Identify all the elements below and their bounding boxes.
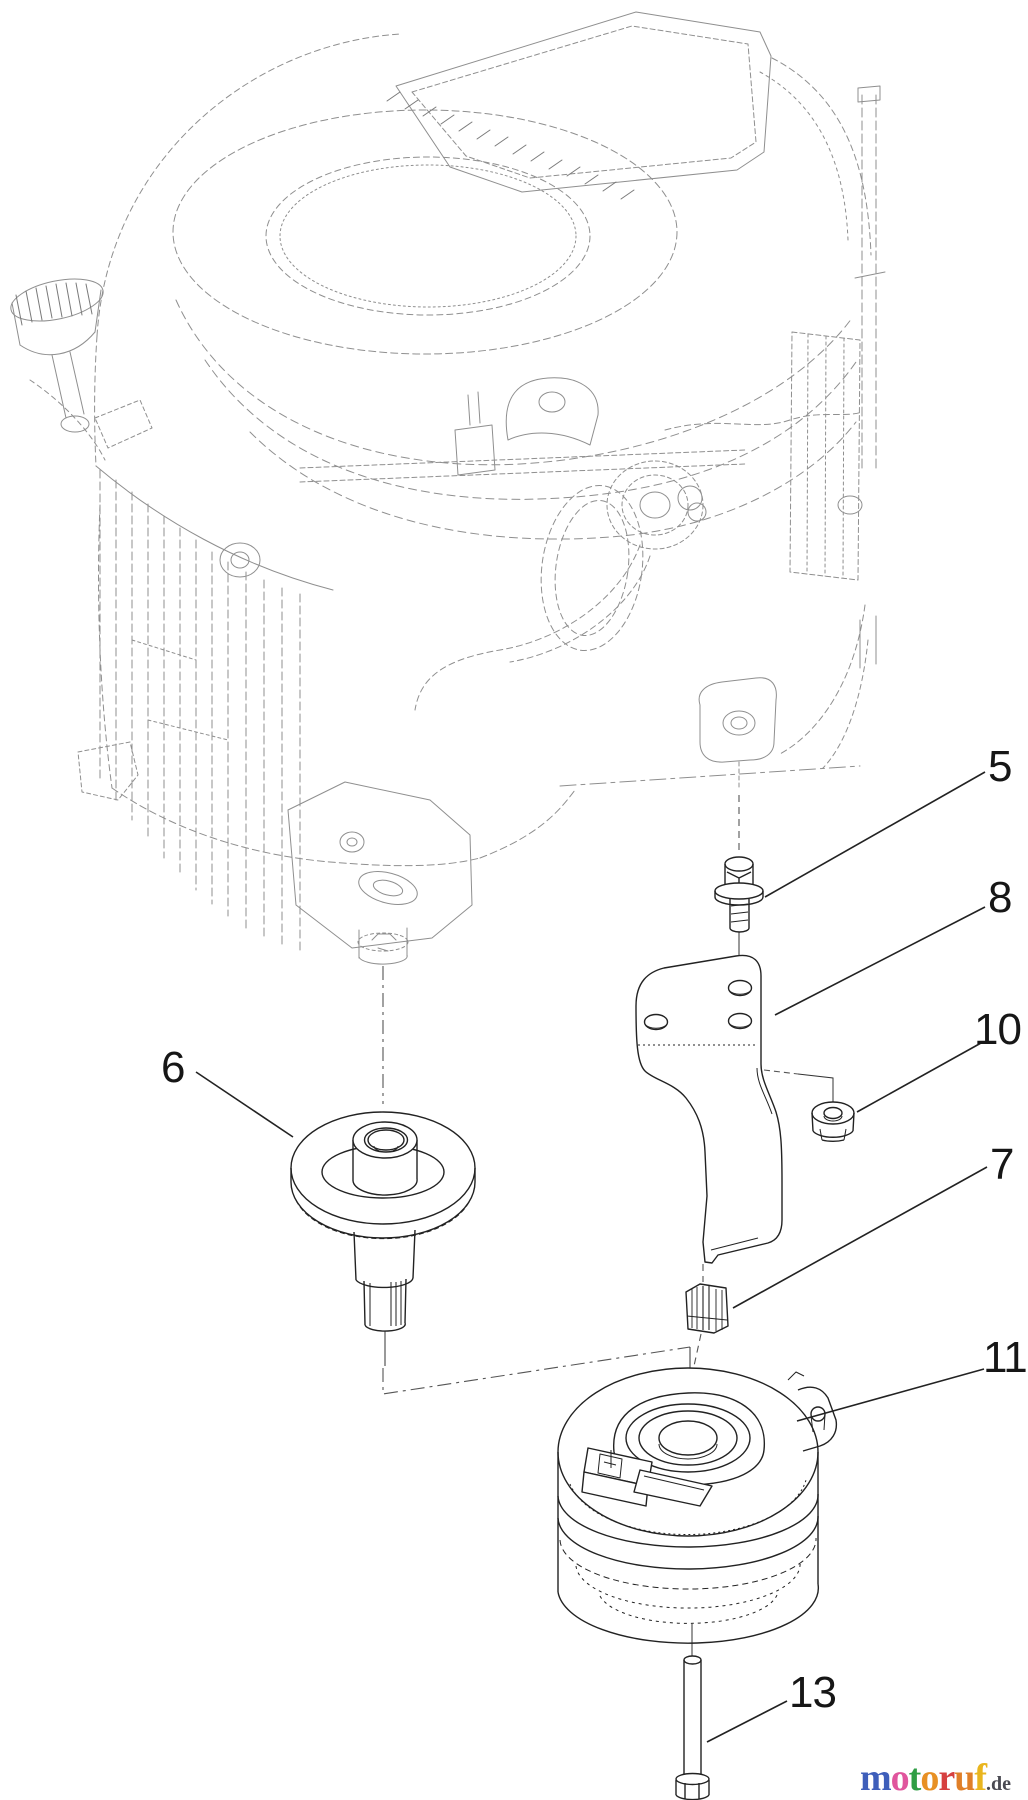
callout-7: 7	[990, 1140, 1015, 1189]
leader-13	[706, 1700, 788, 1743]
watermark-word: motoruf	[860, 1757, 987, 1799]
callout-6: 6	[161, 1043, 186, 1092]
callout-8: 8	[988, 873, 1013, 922]
part-13-long-bolt	[675, 1655, 710, 1800]
callout-11: 11	[983, 1333, 1028, 1382]
part-8-bracket	[635, 954, 783, 1264]
motoruf-watermark: motoruf.de	[860, 1756, 1011, 1800]
part-10-flange-nut	[811, 1101, 855, 1142]
watermark-suffix: .de	[985, 1773, 1011, 1795]
callout-10: 10	[974, 1005, 1022, 1054]
leader-10	[856, 1042, 982, 1113]
part-11-clutch	[557, 1367, 838, 1644]
leader-6	[195, 1071, 294, 1138]
engine-assembly	[10, 11, 886, 965]
leader-lines	[195, 771, 988, 1743]
callout-5: 5	[988, 742, 1013, 791]
callout-13: 13	[789, 1668, 837, 1717]
leader-5	[764, 771, 986, 898]
leader-8	[774, 906, 986, 1016]
leader-7	[732, 1166, 988, 1309]
leader-11	[796, 1368, 985, 1422]
part-5-flange-bolt	[714, 856, 764, 933]
part-7-key	[685, 1283, 729, 1334]
part-6-pulley	[290, 1111, 476, 1332]
